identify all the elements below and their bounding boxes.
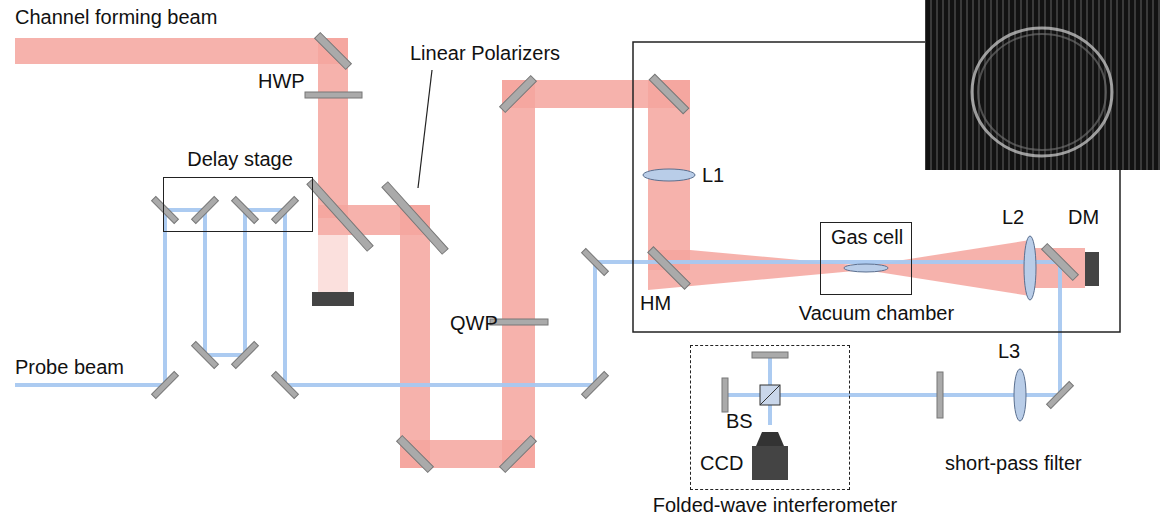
node-label: Gas cell [831, 226, 903, 248]
part-label: HM [640, 292, 671, 314]
beam-label: Channel forming beam [15, 6, 217, 28]
beam-label: Probe beam [15, 356, 124, 378]
part-label: Linear Polarizers [410, 42, 560, 64]
node-label: Delay stage [187, 148, 293, 170]
gas-cell: Gas cell [820, 222, 912, 295]
part-label: L1 [702, 164, 724, 186]
node-label: Folded-wave interferometer [653, 494, 898, 516]
part-label: L3 [998, 340, 1020, 362]
part-label: BS [726, 410, 753, 432]
delay-stage-box: Delay stage [150, 148, 330, 234]
part-label: CCD [700, 452, 743, 474]
part-label: HWP [258, 70, 305, 92]
part-label: QWP [450, 312, 498, 334]
part-label: DM [1068, 206, 1099, 228]
part-label: L2 [1002, 206, 1024, 228]
frame-outline [163, 177, 313, 232]
vacuum-chamber: Vacuum chamber Gas cell [633, 42, 1120, 332]
node-label: Vacuum chamber [799, 302, 954, 324]
part-label: short-pass filter [945, 452, 1082, 474]
interferometer-box: Folded-wave interferometer [645, 345, 905, 521]
